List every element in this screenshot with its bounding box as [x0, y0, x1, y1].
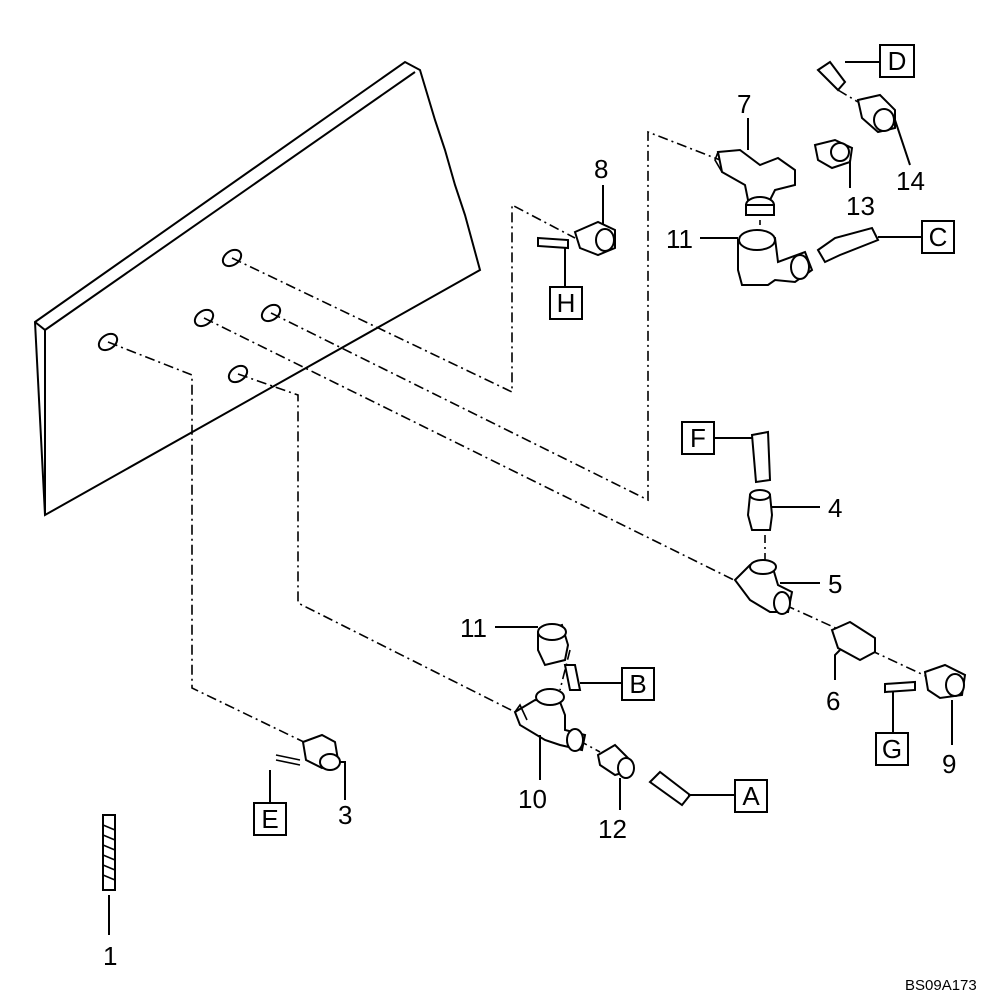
part-10-tee-fitting	[513, 688, 587, 780]
part-7-y-fitting	[714, 118, 796, 216]
svg-text:D: D	[888, 46, 907, 76]
part-11-upper-union	[700, 229, 814, 286]
reference-boxes: A B C D E F G H	[253, 44, 955, 836]
part-13-connector	[813, 138, 854, 188]
callout-13: 13	[846, 191, 875, 221]
callout-9: 9	[942, 749, 956, 779]
part-9-elbow	[923, 663, 967, 745]
callout-1: 1	[103, 941, 117, 971]
svg-text:B: B	[629, 669, 646, 699]
callout-4: 4	[828, 493, 842, 523]
part-3-elbow-fitting	[275, 733, 346, 800]
callout-3: 3	[338, 800, 352, 830]
box-f: F	[681, 421, 715, 455]
part-8-fitting	[573, 185, 616, 257]
box-h: H	[549, 286, 583, 320]
box-c: C	[921, 220, 955, 254]
hose-h	[537, 236, 569, 287]
drawing-code: BS09A173	[905, 977, 977, 994]
part-12-connector	[596, 743, 635, 810]
box-g: G	[875, 732, 909, 766]
hose-f	[715, 430, 772, 484]
box-a: A	[734, 779, 768, 813]
hose-g	[884, 680, 916, 733]
svg-text:E: E	[261, 804, 278, 834]
callout-numbers: 1 3 4 5 6 7 8 9 10 11 11 12 13 14	[103, 89, 956, 971]
box-e: E	[253, 802, 287, 836]
part-1-stud	[102, 814, 116, 935]
callout-12: 12	[598, 814, 627, 844]
callout-11-upper: 11	[666, 224, 693, 254]
mounting-plate	[33, 60, 482, 517]
svg-text:C: C	[929, 222, 948, 252]
svg-text:A: A	[742, 781, 760, 811]
callout-10: 10	[518, 784, 547, 814]
part-5-tee-fitting	[733, 559, 820, 615]
svg-text:G: G	[882, 734, 902, 764]
part-6-adapter	[830, 620, 876, 680]
callout-8: 8	[594, 154, 608, 184]
hose-a	[648, 770, 735, 807]
assembly-leaders	[107, 89, 931, 753]
callout-14: 14	[896, 166, 925, 196]
svg-text:F: F	[690, 423, 706, 453]
part-14-elbow	[856, 93, 911, 166]
callout-6: 6	[826, 686, 840, 716]
hose-d	[816, 60, 880, 92]
svg-text:H: H	[557, 288, 576, 318]
box-d: D	[879, 44, 915, 78]
hose-c	[816, 226, 922, 264]
callout-7: 7	[737, 89, 751, 119]
box-b: B	[621, 667, 655, 701]
part-11-lower-union	[495, 623, 582, 691]
callout-11-lower: 11	[460, 613, 487, 643]
callout-5: 5	[828, 569, 842, 599]
part-4-nipple	[746, 489, 820, 531]
